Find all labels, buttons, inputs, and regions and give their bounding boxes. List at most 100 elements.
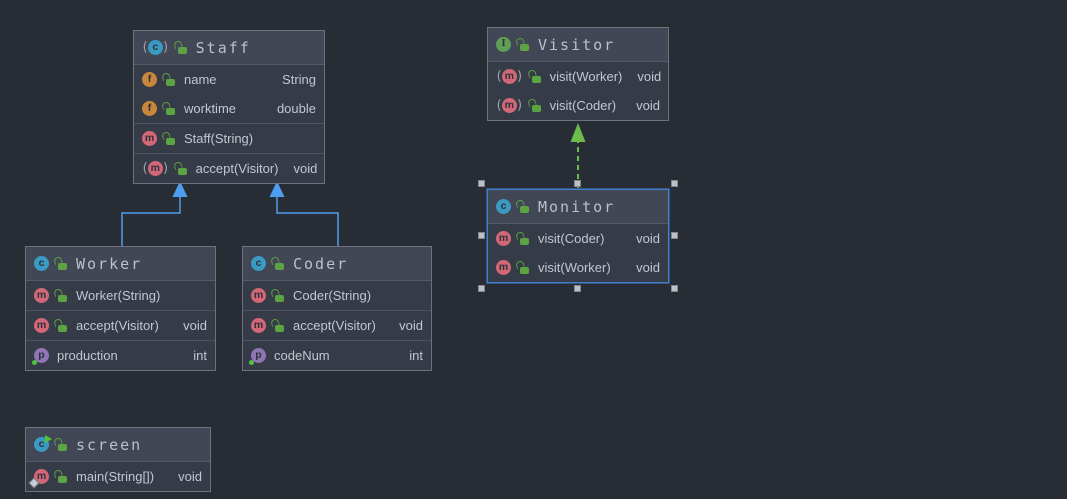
method-icon: m: [142, 131, 157, 146]
unlock-icon: [54, 319, 68, 333]
unlock-icon: [162, 73, 176, 87]
class-node-staff[interactable]: ( c ) Staff f name String f worktime dou…: [133, 30, 325, 184]
unlock-icon: [271, 289, 285, 303]
unlock-icon: [54, 257, 68, 271]
methods-section: m main(String[]) void: [26, 462, 210, 491]
extends-arrowhead-worker: [172, 181, 188, 197]
unlock-icon: [54, 289, 68, 303]
node-header-worker[interactable]: c Worker: [26, 247, 215, 281]
method-row[interactable]: ( m ) accept(Visitor) void: [141, 161, 318, 176]
class-node-worker[interactable]: c Worker m Worker(String) m accept(Visit…: [25, 246, 216, 371]
selection-handle[interactable]: [671, 232, 678, 239]
selection-handle[interactable]: [574, 180, 581, 187]
interface-node-visitor[interactable]: I Visitor ( m ) visit(Worker) void ( m )…: [487, 27, 669, 121]
unlock-icon: [174, 162, 188, 176]
method-icon: m: [34, 288, 49, 303]
method-icon: m: [496, 260, 511, 275]
class-node-screen[interactable]: c screen m main(String[]) void: [25, 427, 211, 492]
field-icon: f: [142, 72, 157, 87]
property-row[interactable]: p codeNum int: [243, 341, 431, 370]
run-triangle-icon: [45, 435, 52, 443]
unlock-icon: [516, 232, 530, 246]
node-header-visitor[interactable]: I Visitor: [488, 28, 668, 62]
constructors-section: m Staff(String): [134, 123, 324, 153]
method-row[interactable]: ( m ) visit(Coder) void: [495, 98, 660, 113]
method-row[interactable]: m visit(Coder) void: [488, 224, 668, 253]
extends-edge-worker-staff[interactable]: [121, 196, 181, 246]
class-title: Worker: [76, 254, 143, 273]
class-title: Coder: [293, 254, 349, 273]
constructors-section: m Coder(String): [243, 281, 431, 310]
node-header-coder[interactable]: c Coder: [243, 247, 431, 281]
field-icon: f: [142, 101, 157, 116]
abstract-method-icon: ( m ): [495, 69, 524, 84]
property-dot-icon: [32, 360, 37, 365]
class-title: Monitor: [538, 197, 616, 216]
field-row[interactable]: f name String: [134, 65, 324, 94]
main-method-icon: m: [28, 469, 49, 489]
constructor-row[interactable]: m Staff(String): [134, 124, 324, 153]
methods-section: ( m ) visit(Worker) void ( m ) visit(Cod…: [488, 62, 668, 120]
method-icon: m: [251, 318, 266, 333]
abstract-method-icon: ( m ): [495, 98, 524, 113]
implements-arrowhead-monitor: [570, 123, 586, 142]
unlock-icon: [528, 70, 542, 84]
unlock-icon: [162, 102, 176, 116]
methods-section: ( m ) accept(Visitor) void: [134, 153, 324, 183]
method-row[interactable]: m accept(Visitor) void: [243, 311, 431, 340]
methods-section: m accept(Visitor) void: [26, 310, 215, 340]
selection-handle[interactable]: [478, 232, 485, 239]
unlock-icon: [54, 438, 68, 452]
method-row[interactable]: m main(String[]) void: [26, 462, 210, 491]
unlock-icon: [528, 99, 542, 113]
abstract-method-icon: ( m ): [141, 161, 170, 176]
method-icon: m: [496, 231, 511, 246]
method-row[interactable]: m visit(Worker) void: [488, 253, 668, 282]
selection-handle[interactable]: [671, 180, 678, 187]
fields-section: f name String f worktime double: [134, 65, 324, 123]
unlock-icon: [271, 257, 285, 271]
class-icon: c: [34, 256, 49, 271]
property-icon: p: [32, 348, 49, 365]
property-row[interactable]: p production int: [26, 341, 215, 370]
constructors-section: m Worker(String): [26, 281, 215, 310]
class-icon: c: [251, 256, 266, 271]
constructor-row[interactable]: m Coder(String): [243, 281, 431, 310]
class-title: Staff: [195, 38, 251, 57]
interface-icon: I: [496, 37, 511, 52]
selection-handle[interactable]: [478, 285, 485, 292]
unlock-icon: [54, 470, 68, 484]
method-icon: m: [251, 288, 266, 303]
method-row[interactable]: m accept(Visitor) void: [26, 311, 215, 340]
interface-title: Visitor: [538, 35, 616, 54]
class-node-coder[interactable]: c Coder m Coder(String) m accept(Visitor…: [242, 246, 432, 371]
methods-section: m accept(Visitor) void: [243, 310, 431, 340]
extends-edge-coder-staff[interactable]: [276, 196, 339, 246]
selection-handle[interactable]: [671, 285, 678, 292]
unlock-icon: [271, 319, 285, 333]
property-dot-icon: [249, 360, 254, 365]
properties-section: p production int: [26, 340, 215, 370]
runnable-class-icon: c: [34, 435, 52, 452]
unlock-icon: [174, 41, 188, 55]
extends-arrowhead-coder: [269, 181, 285, 197]
method-row[interactable]: ( m ) visit(Worker) void: [495, 69, 662, 84]
unlock-icon: [516, 261, 530, 275]
properties-section: p codeNum int: [243, 340, 431, 370]
node-header-screen[interactable]: c screen: [26, 428, 210, 462]
field-row[interactable]: f worktime double: [134, 94, 324, 123]
class-icon: c: [496, 199, 511, 214]
constructor-row[interactable]: m Worker(String): [26, 281, 215, 310]
unlock-icon: [516, 38, 530, 52]
class-title: screen: [76, 435, 143, 454]
abstract-class-icon: ( c ): [141, 40, 170, 55]
selection-handle[interactable]: [574, 285, 581, 292]
methods-section: m visit(Coder) void m visit(Worker) void: [488, 224, 668, 282]
node-header-monitor[interactable]: c Monitor: [488, 190, 668, 224]
unlock-icon: [162, 132, 176, 146]
method-icon: m: [34, 318, 49, 333]
class-node-monitor[interactable]: c Monitor m visit(Coder) void m visit(Wo…: [478, 180, 678, 292]
selection-handle[interactable]: [478, 180, 485, 187]
node-header-staff[interactable]: ( c ) Staff: [134, 31, 324, 65]
